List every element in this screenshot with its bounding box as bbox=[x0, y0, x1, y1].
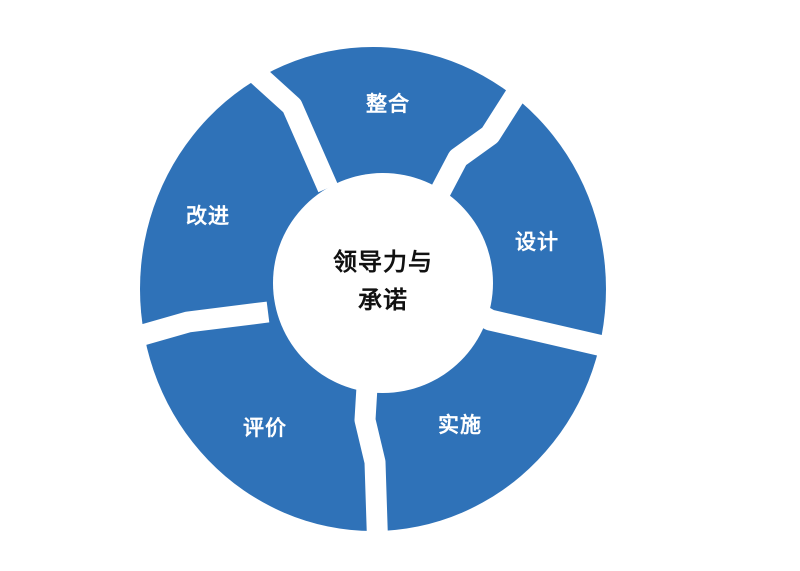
segment-improve[interactable]: 改进 bbox=[186, 204, 230, 228]
center-label-line1: 领导力与 bbox=[333, 247, 433, 276]
gap-evaluate-improve bbox=[122, 301, 270, 351]
gap-improve-integrate bbox=[220, 40, 338, 193]
segment-integrate[interactable]: 整合 bbox=[366, 92, 410, 116]
gap-integrate-design bbox=[428, 74, 534, 201]
segment-evaluate[interactable]: 评价 bbox=[243, 416, 287, 440]
gap-implement-evaluate bbox=[354, 369, 389, 556]
center-hub bbox=[273, 173, 493, 393]
center-label: 领导力与 承诺 bbox=[333, 243, 433, 319]
segment-implement[interactable]: 实施 bbox=[438, 413, 482, 437]
center-label-line2: 承诺 bbox=[358, 285, 408, 314]
segment-gaps bbox=[122, 40, 623, 556]
segment-design[interactable]: 设计 bbox=[515, 230, 559, 254]
